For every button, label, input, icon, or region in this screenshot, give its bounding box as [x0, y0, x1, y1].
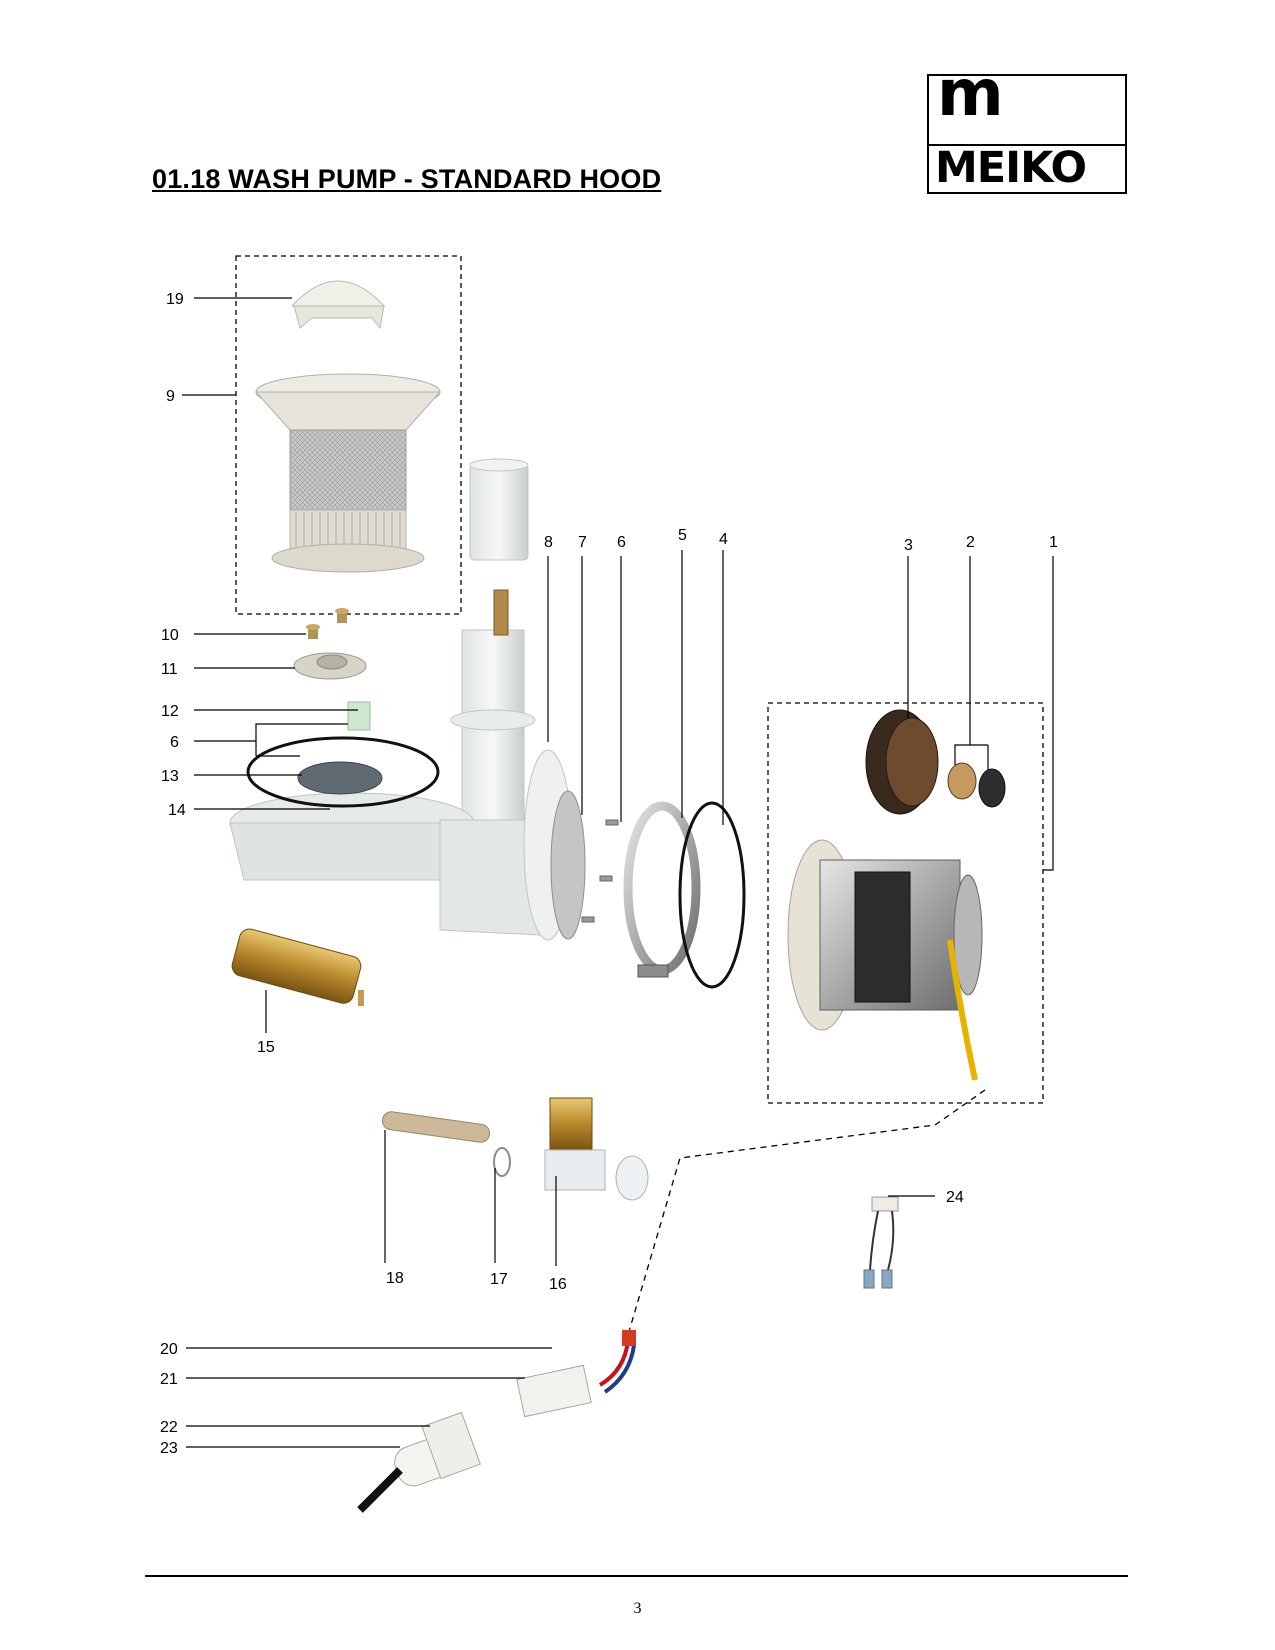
- callout-21: 21: [160, 1371, 178, 1388]
- part-7-impeller: [550, 790, 586, 940]
- callout-16: 16: [549, 1276, 567, 1293]
- callout-10: 10: [161, 627, 179, 644]
- part-5-clamp: [623, 801, 701, 978]
- callout-20: 20: [160, 1341, 178, 1358]
- callout-19: 19: [166, 291, 184, 308]
- page-title: 01.18 WASH PUMP - STANDARD HOOD: [152, 164, 662, 194]
- callout-23: 23: [160, 1440, 178, 1457]
- callout-14: 14: [168, 802, 186, 819]
- logo-wordmark: MEIKO: [935, 143, 1087, 193]
- part-14-gasket: [246, 736, 440, 808]
- footer-divider: [145, 1575, 1128, 1577]
- part-9-filter-basket: [254, 373, 442, 573]
- part-11-flange: [293, 652, 367, 680]
- filter-group-box: [235, 255, 462, 615]
- part-15-capacitor: [231, 928, 364, 1006]
- pump-housing: [229, 589, 573, 941]
- callout-12: 12: [161, 703, 179, 720]
- part-16-solenoid-valve: [544, 1097, 649, 1201]
- part-22-23-sensor: [357, 1411, 481, 1513]
- overflow-tube: [469, 458, 529, 561]
- meiko-logo: m MEIKO: [927, 62, 1127, 194]
- callout-6-right: 6: [617, 534, 626, 551]
- part-17-clip: [493, 1147, 511, 1177]
- callout-4: 4: [719, 531, 728, 548]
- callout-18: 18: [386, 1270, 404, 1287]
- callout-24: 24: [946, 1189, 964, 1206]
- part-12-plate: [347, 701, 371, 731]
- callout-17: 17: [490, 1271, 508, 1288]
- part-10-screws: [306, 608, 349, 639]
- part-19-cap: [290, 280, 386, 330]
- motor-group-box: [767, 702, 1044, 1104]
- callout-7: 7: [578, 534, 587, 551]
- callout-15: 15: [257, 1039, 275, 1056]
- callout-5: 5: [678, 527, 687, 544]
- callout-2: 2: [966, 534, 975, 551]
- part-1-motor: [787, 839, 983, 1081]
- page-number: 3: [633, 1600, 642, 1617]
- part-4-o-ring: [678, 801, 746, 989]
- callout-11: 11: [161, 661, 178, 678]
- callout-8: 8: [544, 534, 553, 551]
- part-24-connector: [863, 1196, 899, 1289]
- part-18-rod: [381, 1111, 491, 1143]
- callout-3: 3: [904, 537, 913, 554]
- leader-lines: [182, 297, 1054, 1448]
- callout-6-left: 6: [170, 734, 179, 751]
- callout-1: 1: [1049, 534, 1058, 551]
- logo-divider: [929, 144, 1125, 146]
- callout-9: 9: [166, 388, 175, 405]
- callout-13: 13: [161, 768, 179, 785]
- callout-22: 22: [160, 1419, 178, 1436]
- part-13-diaphragm: [297, 761, 383, 795]
- logo-mark: m: [937, 57, 1004, 131]
- part-20-21-plug: [516, 1330, 636, 1418]
- part-6-screws: [581, 819, 619, 923]
- cable-dashed-path: [627, 1089, 986, 1336]
- part-3-impeller: [865, 709, 939, 815]
- part-2-seal: [947, 762, 1006, 808]
